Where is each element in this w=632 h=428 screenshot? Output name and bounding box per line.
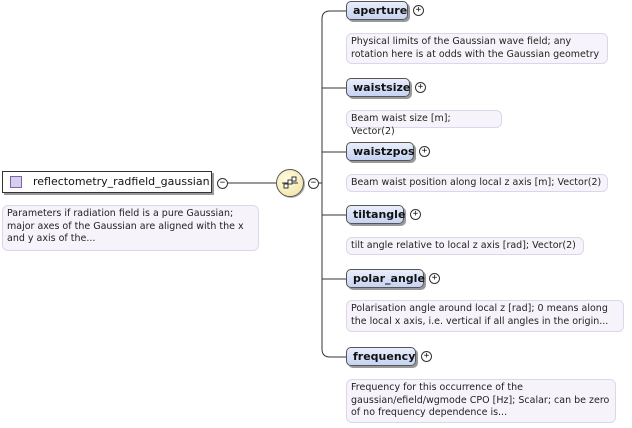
root-element-box[interactable]: reflectometry_radfield_gaussian	[2, 171, 212, 193]
aperture-expand-icon[interactable]: +	[413, 5, 424, 16]
root-collapse-icon[interactable]: −	[217, 178, 228, 189]
waistsize-documentation: Beam waist size [m]; Vector(2)	[346, 110, 502, 137]
element-waistsize[interactable]: waistsize	[346, 78, 410, 97]
polar-angle-expand-icon[interactable]: +	[429, 273, 440, 284]
sequence-collapse-icon[interactable]: −	[308, 178, 319, 189]
element-tiltangle[interactable]: tiltangle	[346, 205, 406, 224]
element-label: polar_angle	[353, 272, 425, 285]
element-label: waistzpos	[353, 145, 415, 158]
element-label: waistsize	[353, 81, 411, 94]
sequence-compositor-icon[interactable]	[276, 169, 304, 197]
tiltangle-documentation: tilt angle relative to local z axis [rad…	[346, 237, 584, 255]
element-label: tiltangle	[353, 208, 406, 221]
element-aperture[interactable]: aperture	[346, 1, 408, 20]
tiltangle-expand-icon[interactable]: +	[410, 209, 421, 220]
element-frequency[interactable]: frequency	[346, 347, 416, 366]
element-polar-angle[interactable]: polar_angle	[346, 269, 425, 288]
waistsize-expand-icon[interactable]: +	[415, 82, 426, 93]
complex-type-icon	[10, 176, 22, 188]
element-waistzpos[interactable]: waistzpos	[346, 142, 415, 161]
waistzpos-documentation: Beam waist position along local z axis […	[346, 174, 608, 192]
root-documentation: Parameters if radiation field is a pure …	[2, 205, 259, 251]
root-element-label: reflectometry_radfield_gaussian	[33, 175, 210, 188]
element-label: aperture	[353, 4, 408, 17]
waistzpos-expand-icon[interactable]: +	[419, 146, 430, 157]
polar-angle-documentation: Polarisation angle around local z [rad];…	[346, 300, 624, 332]
frequency-expand-icon[interactable]: +	[421, 351, 432, 362]
element-label: frequency	[353, 350, 416, 363]
aperture-documentation: Physical limits of the Gaussian wave fie…	[346, 33, 608, 64]
frequency-documentation: Frequency for this occurrence of the gau…	[346, 379, 616, 423]
